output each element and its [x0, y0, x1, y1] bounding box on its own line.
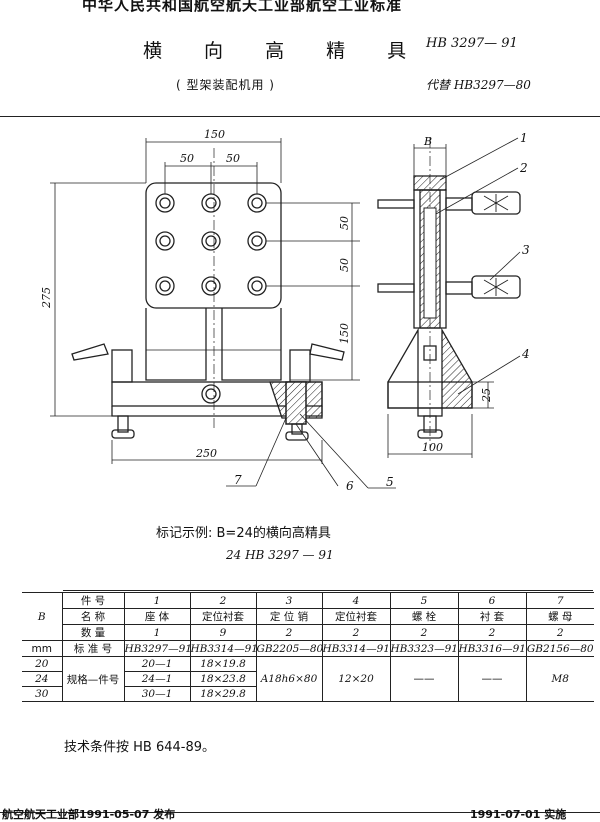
header-rule	[0, 116, 600, 117]
label-name: 名 称	[61, 608, 125, 625]
row-b30: 30 30—1 18×29.8	[22, 686, 594, 702]
label-standard: 标 准 号	[61, 640, 125, 657]
org-title: 中华人民共和国航空航天工业部航空工业标准	[82, 0, 403, 14]
std-1: HB3297—91	[123, 640, 191, 657]
row-name: 名 称 座 体 定位衬套 定 位 销 定位衬套 螺 栓 衬 套 螺 母	[22, 608, 594, 625]
b-20: 20	[22, 656, 63, 672]
issue-info: 航空航天工业部1991-05-07 发布	[2, 808, 176, 821]
std-5: HB3323—91	[389, 640, 459, 657]
table-top-rule	[63, 590, 593, 591]
qty-7: 2	[525, 624, 594, 641]
part-no-1: 1	[123, 592, 191, 609]
label-qty: 数 量	[61, 624, 125, 641]
std-2: HB3314—91	[189, 640, 257, 657]
effective-date: 1991-07-01 实施	[470, 808, 567, 821]
tech-condition: 技术条件按 HB 644-89。	[64, 740, 216, 755]
name-3: 定 位 销	[255, 608, 323, 625]
spec-col1-20: 20—1	[123, 656, 191, 672]
dim-100: 100	[422, 441, 443, 454]
footer-rule	[0, 812, 600, 813]
standard-subtitle: ( 型架装配机用 )	[176, 78, 275, 92]
name-6: 衬 套	[457, 608, 527, 625]
callout-leaders	[226, 137, 521, 489]
row-standard: mm 标 准 号 HB3297—91 HB3314—91 GB2205—80 H…	[22, 640, 594, 657]
spec-col2-20: 18×19.8	[189, 656, 257, 672]
callout-6: 6	[346, 479, 354, 493]
callout-2: 2	[519, 161, 528, 175]
technical-drawing: 150 50 50 275 50 50 150 250	[40, 128, 530, 493]
dim-50-vert-b: 50	[338, 258, 351, 272]
marking-example-code: 24 HB 3297 — 91	[226, 548, 334, 562]
b-30: 30	[22, 686, 63, 702]
qty-4: 2	[321, 624, 391, 641]
part-no-4: 4	[321, 592, 391, 609]
name-2: 定位衬套	[189, 608, 257, 625]
part-no-7: 7	[525, 592, 594, 609]
callout-3: 3	[522, 243, 530, 257]
name-7: 螺 母	[525, 608, 594, 625]
side-dimension-labels: B 100 25	[422, 135, 493, 454]
marking-example-label: 标记示例: B=24的横向高精具	[156, 526, 331, 541]
std-6: HB3316—91	[457, 640, 527, 657]
qty-1: 1	[123, 624, 191, 641]
qty-3: 2	[255, 624, 323, 641]
dim-50-right: 50	[226, 152, 240, 165]
spec-col6: ——	[457, 656, 527, 702]
spec-col4: 12×20	[321, 656, 391, 702]
standard-title: 横 向 高 精 具	[143, 40, 425, 62]
callout-4: 4	[521, 347, 530, 361]
row-qty: 数 量 1 9 2 2 2 2 2	[22, 624, 594, 641]
dim-150: 150	[204, 128, 225, 141]
row-part-no: B 件 号 1 2 3 4 5 6 7	[22, 592, 594, 641]
name-4: 定位衬套	[321, 608, 391, 625]
label-part-no: 件 号	[61, 592, 125, 609]
part-no-2: 2	[189, 592, 257, 609]
dim-150-vert: 150	[338, 323, 351, 344]
qty-6: 2	[457, 624, 527, 641]
front-dimension-labels: 150 50 50 275 50 50 150 250	[40, 128, 351, 460]
name-1: 座 体	[123, 608, 191, 625]
spec-col2-30: 18×29.8	[189, 686, 257, 702]
callout-1: 1	[520, 131, 528, 145]
std-4: HB3314—91	[321, 640, 391, 657]
qty-2: 9	[189, 624, 257, 641]
front-dimensions	[50, 138, 360, 464]
b-24: 24	[22, 671, 63, 687]
spec-col7: M8	[525, 656, 594, 702]
qty-5: 2	[389, 624, 459, 641]
spec-col1-24: 24—1	[123, 671, 191, 687]
callout-5: 5	[386, 475, 394, 489]
callout-7: 7	[234, 473, 242, 487]
dim-50-vert-a: 50	[338, 216, 351, 230]
spec-col3: A18h6×80	[255, 656, 323, 702]
replaced-standard: 代替 HB3297—80	[426, 78, 531, 92]
standard-number: HB 3297— 91	[426, 36, 518, 51]
part-no-6: 6	[457, 592, 527, 609]
dim-275: 275	[40, 287, 53, 309]
side-view	[377, 138, 521, 448]
label-spec: 规格—件号	[61, 656, 125, 702]
unit-mm: mm	[22, 640, 63, 657]
dim-B: B	[423, 135, 432, 148]
std-3: GB2205—80	[255, 640, 323, 657]
side-dimensions	[387, 144, 494, 458]
spec-col5: ——	[389, 656, 459, 702]
col-b-header: B	[22, 592, 63, 641]
row-b24: 24 24—1 18×23.8	[22, 671, 594, 687]
part-no-5: 5	[389, 592, 459, 609]
parameter-table: B 件 号 1 2 3 4 5 6 7 名 称 座 体 定位衬套 定 位 销 定…	[22, 592, 594, 702]
callout-labels: 1 2 3 4 5 6 7	[234, 131, 530, 493]
name-5: 螺 栓	[389, 608, 459, 625]
dim-250: 250	[195, 447, 217, 460]
front-view	[71, 148, 345, 441]
dim-25: 25	[480, 388, 493, 403]
dim-50-left: 50	[180, 152, 194, 165]
row-b20: 20 规格—件号 20—1 18×19.8 A18h6×80 12×20 —— …	[22, 656, 594, 702]
part-no-3: 3	[255, 592, 323, 609]
spec-col1-30: 30—1	[123, 686, 191, 702]
std-7: GB2156—80	[525, 640, 594, 657]
spec-col2-24: 18×23.8	[189, 671, 257, 687]
